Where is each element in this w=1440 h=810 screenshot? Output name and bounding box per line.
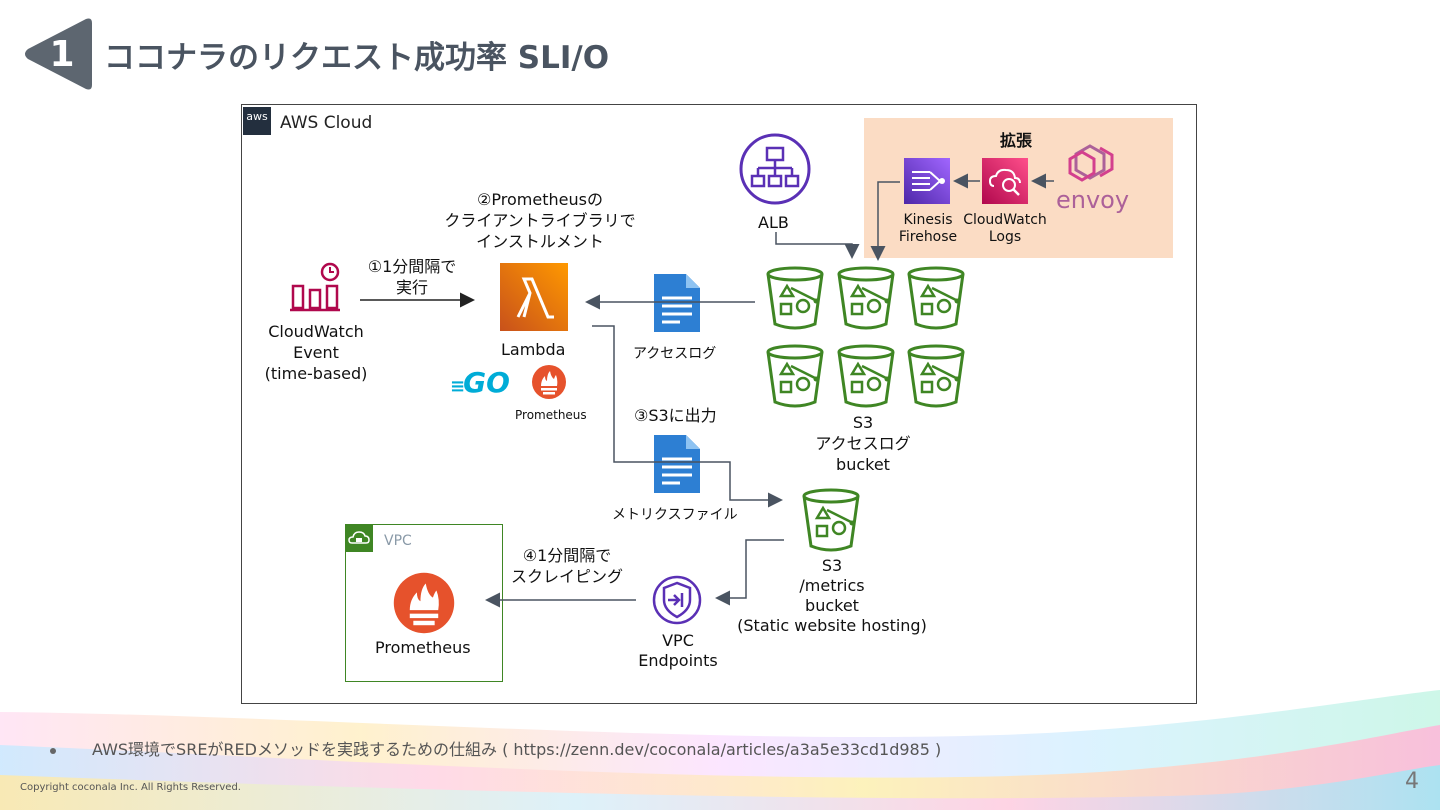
vpc-label: VPC (384, 533, 412, 549)
go-logo-icon: ≡GO (450, 366, 510, 399)
copyright: Copyright coconala Inc. All Rights Reser… (20, 782, 241, 793)
page-number: 4 (1405, 769, 1419, 794)
footnote-link[interactable]: AWS環境でSREがREDメソッドを実践するための仕組み ( https://z… (92, 740, 942, 759)
vpc-cloud-lock-icon (345, 524, 373, 552)
slide-title: ココナラのリクエスト成功率 SLI/O (104, 40, 610, 76)
alb-icon (739, 133, 811, 205)
lambda-label: Lambda (501, 340, 566, 359)
s3-bucket-icon (837, 266, 895, 330)
s3-bucket-icon (907, 344, 965, 408)
step2-label: ②Prometheusのクライアントライブラリでインストルメント (444, 190, 636, 251)
aws-cloud-label: AWS Cloud (280, 113, 373, 133)
cloudwatch-event-icon (290, 262, 340, 312)
alb-label: ALB (758, 213, 789, 232)
lambda-icon (500, 263, 568, 331)
s3-bucket-icon (907, 266, 965, 330)
prometheus-server-label: Prometheus (375, 638, 471, 657)
access-log-document-icon (654, 274, 700, 332)
extension-label: 拡張 (1000, 131, 1033, 150)
kinesis-firehose-icon (904, 158, 950, 204)
s3-bucket-icon (766, 344, 824, 408)
bullet-icon (50, 747, 56, 754)
envoy-label: envoy (1056, 186, 1130, 214)
cloudwatch-logs-icon (982, 158, 1028, 204)
s3-metrics-bucket-icon (802, 488, 860, 552)
metrics-file-label: メトリクスファイル (612, 507, 738, 523)
prometheus-small-label: Prometheus (515, 408, 587, 422)
s3-access-log-buckets (766, 266, 965, 408)
step4-label: ④1分間隔でスクレイピング (510, 546, 623, 586)
slide-number: 1 (49, 33, 75, 75)
prometheus-server-icon (393, 572, 455, 634)
vpc-endpoints-icon (652, 575, 702, 625)
vpc-box (345, 524, 503, 682)
badge-shape-icon (25, 18, 92, 90)
envoy-logo-icon (1068, 144, 1114, 182)
step1-label: ①1分間隔で実行 (367, 257, 457, 297)
step3-label: ③S3に出力 (634, 406, 717, 425)
s3-bucket-icon (766, 266, 824, 330)
prometheus-small-icon (532, 365, 566, 399)
aws-logo-icon: aws (243, 107, 271, 135)
slide-number-badge: 1 (22, 17, 94, 91)
s3-bucket-icon (837, 344, 895, 408)
metrics-file-document-icon (654, 435, 700, 493)
footnote: AWS環境でSREがREDメソッドを実践するための仕組み ( https://z… (50, 736, 941, 760)
access-log-label: アクセスログ (633, 346, 717, 362)
